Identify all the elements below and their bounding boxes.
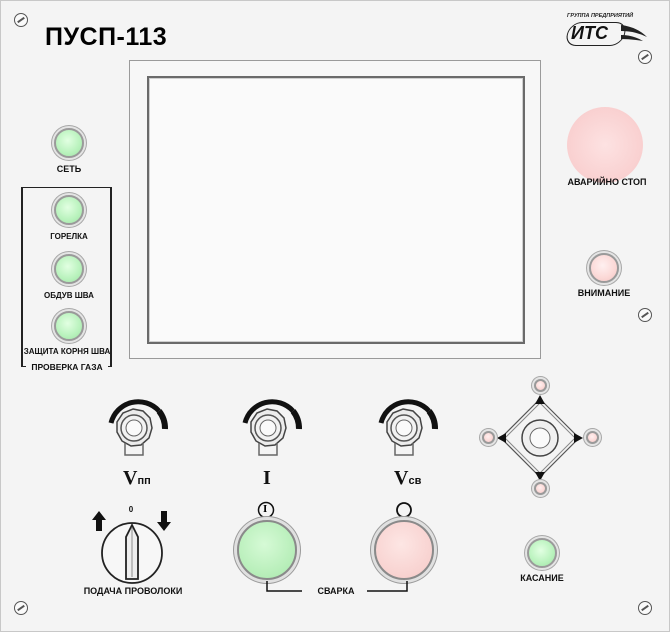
joystick-up-lamp bbox=[534, 379, 547, 392]
wire-feed-label: ПОДАЧА ПРОВОЛОКИ bbox=[83, 586, 183, 596]
welding-on-symbol: I bbox=[263, 503, 268, 515]
joystick-left-lamp bbox=[482, 431, 495, 444]
logo-swoosh-icon bbox=[621, 25, 647, 41]
welding-bracket bbox=[266, 581, 408, 592]
welding-stop-button[interactable] bbox=[374, 520, 434, 580]
gas-check-bracket-side bbox=[21, 187, 23, 367]
display-screen bbox=[147, 76, 525, 344]
gas-check-label: ПРОВЕРКА ГАЗА bbox=[26, 362, 108, 372]
welding-start-button[interactable] bbox=[237, 520, 297, 580]
wire-feed-selector-switch[interactable] bbox=[97, 515, 167, 585]
contact-label: КАСАНИЕ bbox=[520, 573, 564, 583]
joystick-down-lamp bbox=[534, 482, 547, 495]
current-label: I bbox=[263, 467, 271, 489]
screw-icon bbox=[14, 601, 28, 615]
root-protect-button[interactable] bbox=[54, 311, 84, 341]
network-label: СЕТЬ bbox=[56, 164, 82, 174]
gas-check-bracket-side bbox=[110, 187, 112, 367]
arrow-down-icon bbox=[157, 511, 171, 531]
root-protect-label: ЗАЩИТА КОРНЯ ШВА bbox=[23, 347, 111, 356]
model-title: ПУСП-113 bbox=[45, 23, 168, 51]
current-knob[interactable] bbox=[237, 395, 307, 470]
screw-icon bbox=[638, 50, 652, 64]
joystick[interactable] bbox=[475, 373, 605, 503]
attention-lamp bbox=[589, 253, 619, 283]
seam-blow-label: ОБДУВ ШВА bbox=[44, 291, 94, 300]
emergency-stop-button[interactable] bbox=[567, 107, 643, 183]
seam-blow-button[interactable] bbox=[54, 254, 84, 284]
logo-group-text: ГРУППА ПРЕДПРИЯТИЙ bbox=[567, 13, 634, 19]
torch-label: ГОРЕЛКА bbox=[50, 232, 88, 241]
screw-icon bbox=[638, 601, 652, 615]
company-logo: ГРУППА ПРЕДПРИЯТИЙ ИТС bbox=[561, 11, 651, 51]
screw-icon bbox=[638, 308, 652, 322]
welding-voltage-label: Vсв bbox=[394, 467, 422, 489]
wire-feed-speed-knob[interactable] bbox=[103, 395, 173, 470]
contact-lamp bbox=[527, 538, 557, 568]
welding-label: СВАРКА bbox=[317, 586, 355, 596]
wire-feed-zero-mark: 0 bbox=[128, 505, 134, 514]
power-off-icon bbox=[396, 502, 412, 518]
network-lamp bbox=[54, 128, 84, 158]
emergency-stop-label: АВАРИЙНО СТОП bbox=[567, 177, 647, 187]
wire-feed-speed-label: Vпп bbox=[123, 467, 151, 489]
torch-gas-button[interactable] bbox=[54, 195, 84, 225]
power-on-icon bbox=[257, 501, 275, 519]
screw-icon bbox=[14, 13, 28, 27]
joystick-right-lamp bbox=[586, 431, 599, 444]
welding-voltage-knob[interactable] bbox=[373, 395, 443, 470]
attention-label: ВНИМАНИЕ bbox=[577, 288, 631, 298]
logo-brand: ИТС bbox=[571, 23, 608, 43]
arrow-up-icon bbox=[92, 511, 106, 531]
